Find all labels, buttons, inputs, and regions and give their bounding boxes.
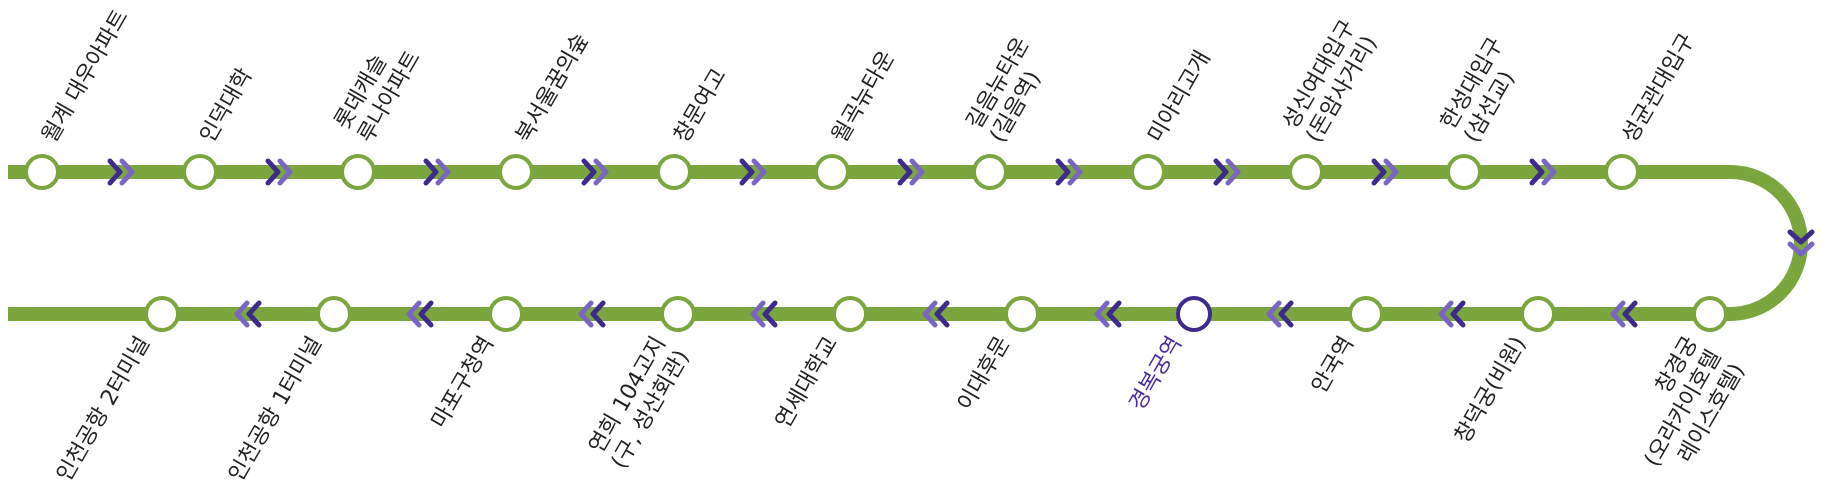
station-label-line: 창덕궁(비원) [1450, 333, 1531, 448]
station-label-line: 월계 대우아파트 [38, 6, 134, 147]
station-label: 연희 104고지(구, 성산회관) [583, 333, 694, 474]
route-line [8, 165, 1808, 321]
station-marker[interactable] [1004, 296, 1040, 332]
station-label: 북서울꿈의숲 [512, 29, 594, 147]
station-label-line: 월곡뉴타운 [828, 47, 900, 147]
station-marker[interactable] [832, 296, 868, 332]
direction-arrow-down-icon [1787, 229, 1815, 257]
station-marker[interactable] [144, 296, 180, 332]
station-label-line: 인천공항 1터미널 [224, 333, 327, 486]
station-label: 창덕궁(비원) [1450, 333, 1531, 448]
station-marker[interactable] [498, 154, 534, 190]
station-label-line: 창문여고 [670, 64, 732, 147]
station-label-line: 이대후문 [953, 333, 1015, 416]
station-marker[interactable] [660, 296, 696, 332]
station-label: 한성대입구(삼선교) [1436, 33, 1532, 147]
station-label-line: 마포구청역 [427, 333, 499, 433]
direction-arrow-right-icon [423, 158, 451, 186]
station-label: 이대후문 [953, 333, 1015, 416]
station-label: 롯데캐슬루나아파트 [330, 33, 426, 147]
station-label-line: 미아리고개 [1144, 47, 1216, 147]
station-label: 인덕대학 [196, 64, 258, 147]
station-label-line: 연세대학교 [771, 333, 843, 433]
direction-arrow-left-icon [1438, 300, 1466, 328]
station-label: 창경궁(오라카이호텔레이스호텔) [1617, 333, 1750, 485]
direction-arrow-right-icon [1529, 158, 1557, 186]
direction-arrow-left-icon [1266, 300, 1294, 328]
station-marker[interactable] [340, 154, 376, 190]
station-marker[interactable] [972, 154, 1008, 190]
station-marker[interactable] [24, 154, 60, 190]
stations-layer [24, 154, 1728, 332]
station-marker[interactable] [1604, 154, 1640, 190]
station-label-line: 북서울꿈의숲 [512, 29, 594, 147]
direction-arrow-right-icon [107, 158, 135, 186]
station-marker[interactable] [1348, 296, 1384, 332]
route-line-layer [8, 165, 1808, 321]
station-label-line: 경복궁역 [1125, 333, 1187, 416]
direction-arrow-right-icon [1371, 158, 1399, 186]
station-marker[interactable] [656, 154, 692, 190]
direction-arrow-left-icon [922, 300, 950, 328]
station-label: 연세대학교 [771, 333, 843, 433]
station-label-line: 안국역 [1307, 333, 1359, 398]
station-label-line: 성균관대입구 [1618, 29, 1700, 147]
station-label: 인천공항 1터미널 [224, 333, 327, 486]
station-labels-layer: 월계 대우아파트 인덕대학 롯데캐슬루나아파트 북서울꿈의숲 창문여고 월곡뉴타운 길음뉴타… [38, 6, 1750, 486]
station-label: 월곡뉴타운 [828, 47, 900, 147]
station-label: 미아리고개 [1144, 47, 1216, 147]
direction-arrow-right-icon [739, 158, 767, 186]
station-label: 마포구청역 [427, 333, 499, 433]
station-marker[interactable] [1288, 154, 1324, 190]
direction-arrow-left-icon [406, 300, 434, 328]
station-label: 길음뉴타운(길음역) [962, 33, 1058, 147]
direction-arrow-left-icon [750, 300, 778, 328]
station-marker[interactable] [1446, 154, 1482, 190]
station-label: 성균관대입구 [1618, 29, 1700, 147]
station-marker[interactable] [316, 296, 352, 332]
station-label-line: 인덕대학 [196, 64, 258, 147]
direction-arrow-right-icon [897, 158, 925, 186]
direction-arrow-right-icon [1213, 158, 1241, 186]
direction-arrow-right-icon [265, 158, 293, 186]
direction-arrow-left-icon [1094, 300, 1122, 328]
station-marker[interactable] [1692, 296, 1728, 332]
station-label: 월계 대우아파트 [38, 6, 134, 147]
station-label: 성신여대입구(돈암사거리) [1278, 16, 1384, 147]
direction-arrows-layer [107, 158, 1815, 328]
direction-arrow-right-icon [581, 158, 609, 186]
current-station-marker[interactable] [1176, 296, 1212, 332]
current-station-label: 경복궁역 [1125, 333, 1187, 416]
station-label: 안국역 [1307, 333, 1359, 398]
station-label-line: 인천공항 2터미널 [52, 333, 155, 486]
direction-arrow-left-icon [1610, 300, 1638, 328]
direction-arrow-left-icon [234, 300, 262, 328]
station-marker[interactable] [182, 154, 218, 190]
station-label: 창문여고 [670, 64, 732, 147]
station-marker[interactable] [1130, 154, 1166, 190]
station-marker[interactable] [1520, 296, 1556, 332]
station-marker[interactable] [814, 154, 850, 190]
direction-arrow-right-icon [1055, 158, 1083, 186]
station-label: 인천공항 2터미널 [52, 333, 155, 486]
station-marker[interactable] [488, 296, 524, 332]
direction-arrow-left-icon [578, 300, 606, 328]
